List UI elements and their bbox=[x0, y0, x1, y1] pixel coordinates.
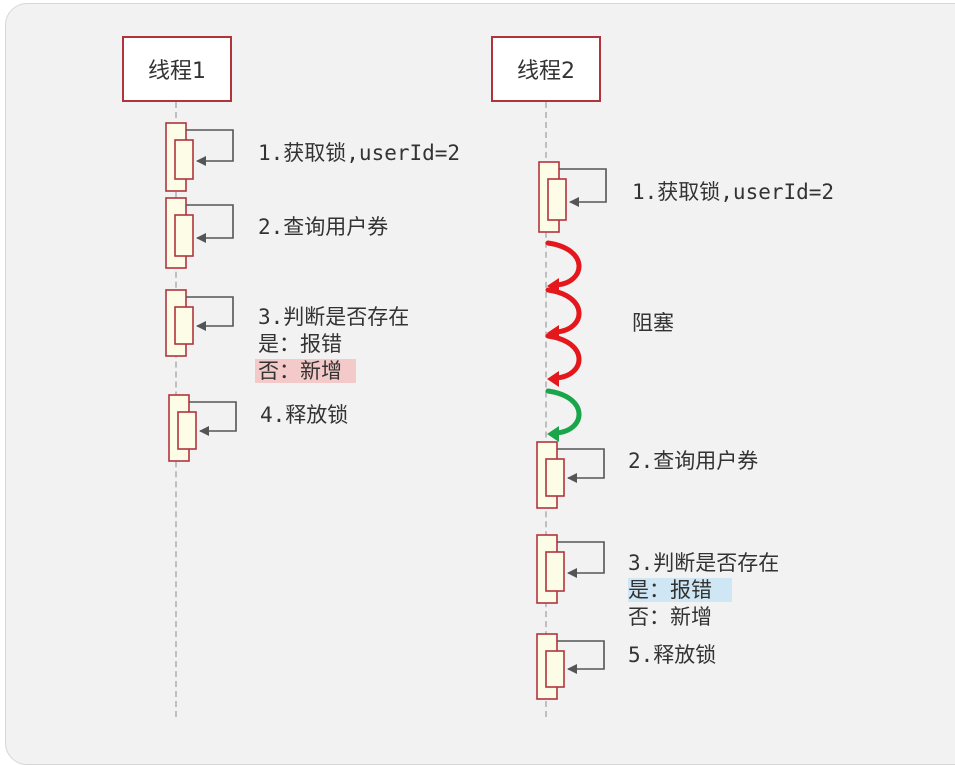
t2-act3-activation bbox=[536, 534, 605, 604]
sequence-diagram: 线程1 线程2 1.获取锁,userId=2 2.查询用户券 3.判断是否存在 … bbox=[5, 3, 955, 765]
t1-act1-self-call-arrow bbox=[186, 129, 234, 166]
t1-act2-activation bbox=[165, 197, 234, 269]
t1-act3-inner-box bbox=[174, 306, 194, 345]
t2-step3-line1: 3.判断是否存在 bbox=[628, 551, 780, 575]
t2-step2-label: 2.查询用户券 bbox=[628, 449, 759, 473]
t1-act3-self-call-arrow bbox=[186, 296, 234, 331]
t1-act4-self-call-arrow bbox=[189, 401, 237, 436]
t2-act1-self-call-arrow bbox=[559, 168, 607, 207]
t2-step3-line2-highlighted: 是：报错 bbox=[628, 578, 732, 602]
t1-step2-label: 2.查询用户券 bbox=[258, 215, 389, 239]
t2-act3-inner-box bbox=[545, 551, 565, 592]
blocked-arrow-2 bbox=[545, 287, 582, 341]
t2-act4-self-call-arrow bbox=[557, 640, 605, 674]
t1-act1-inner-box bbox=[174, 139, 194, 180]
thread2-lifeline bbox=[545, 102, 547, 717]
thread2-header: 线程2 bbox=[491, 36, 601, 102]
t2-act4-inner-box bbox=[545, 650, 565, 688]
t1-step1-label: 1.获取锁,userId=2 bbox=[258, 141, 461, 165]
t1-step3-line1: 3.判断是否存在 bbox=[258, 305, 410, 329]
blocked-arrow-3-stroke bbox=[545, 333, 582, 381]
t2-act4-activation bbox=[536, 633, 605, 700]
t2-step5-label: 5.释放锁 bbox=[628, 643, 717, 667]
t2-act2-activation bbox=[536, 441, 605, 509]
blocked-arrow-2-stroke bbox=[545, 287, 582, 335]
t2-act1-inner-box bbox=[547, 178, 567, 221]
diagram-panel bbox=[5, 3, 955, 765]
thread2-title: 线程2 bbox=[517, 59, 575, 84]
t2-blocked-label: 阻塞 bbox=[632, 311, 674, 335]
t1-act4-inner-box bbox=[177, 411, 197, 450]
blocked-arrow-3-head bbox=[547, 371, 559, 387]
blocked-arrow-1-stroke bbox=[545, 240, 582, 288]
t2-act3-self-call-arrow bbox=[557, 541, 605, 578]
blocked-arrow-3 bbox=[545, 333, 582, 387]
resume-arrow-stroke bbox=[545, 388, 582, 436]
t2-step3-label: 3.判断是否存在 是：报错 否：新增 bbox=[628, 550, 779, 631]
t1-step4-label: 4.释放锁 bbox=[260, 403, 349, 427]
resume-arrow bbox=[545, 388, 582, 442]
t2-act1-activation bbox=[538, 161, 607, 233]
t1-act1-activation bbox=[165, 122, 234, 192]
t2-act2-inner-box bbox=[545, 458, 565, 497]
t2-step3-line3: 否：新增 bbox=[628, 605, 712, 629]
t1-step3-line2: 是：报错 bbox=[258, 332, 342, 356]
blocked-arrow-1 bbox=[545, 240, 582, 294]
t1-act3-activation bbox=[165, 289, 234, 357]
t1-act2-self-call-arrow bbox=[186, 204, 234, 243]
diagram-graphics bbox=[165, 122, 607, 700]
t2-act2-self-call-arrow bbox=[557, 448, 605, 483]
t1-step3-line3-highlighted: 否：新增 bbox=[255, 359, 356, 383]
t2-step1-label: 1.获取锁,userId=2 bbox=[632, 180, 835, 204]
thread1-header: 线程1 bbox=[122, 36, 232, 102]
thread1-title: 线程1 bbox=[148, 59, 206, 84]
t1-act4-activation bbox=[168, 394, 237, 462]
t1-act2-inner-box bbox=[174, 214, 194, 257]
t1-step3-label: 3.判断是否存在 是：报错 否：新增 bbox=[255, 304, 410, 385]
resume-arrow-head bbox=[547, 426, 559, 442]
